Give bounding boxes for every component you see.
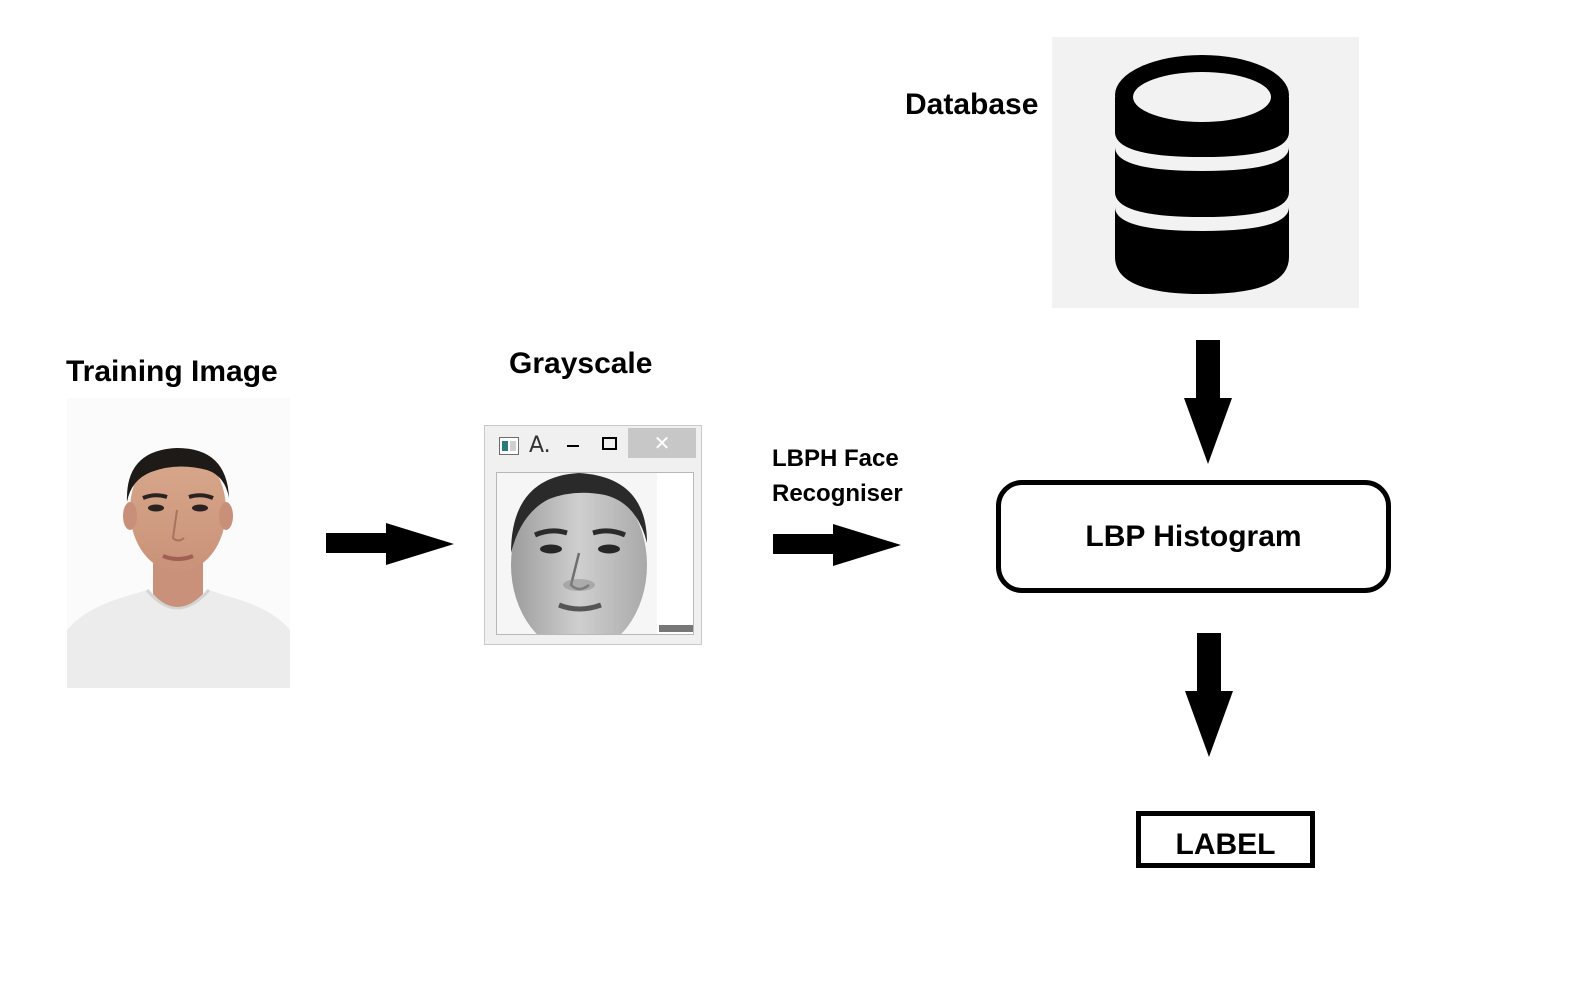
window-titlebar: A. ✕	[485, 426, 701, 460]
arrow-right-icon	[773, 524, 901, 566]
grayscale-face-image	[496, 472, 694, 635]
lbp-histogram-node: LBP Histogram	[996, 480, 1391, 593]
training-image-label: Training Image	[66, 355, 278, 388]
arrow-down-icon	[1185, 633, 1233, 757]
label-node-text: LABEL	[1175, 828, 1276, 861]
database-label: Database	[905, 88, 1039, 121]
grayscale-label: Grayscale	[509, 347, 653, 380]
lbph-recogniser-label: LBPH Face Recogniser	[772, 441, 903, 511]
arrow-right-icon	[326, 523, 454, 565]
database-cylinder-icon	[1115, 55, 1289, 294]
minimize-icon[interactable]	[565, 429, 583, 457]
lbp-histogram-text: LBP Histogram	[1085, 519, 1302, 553]
arrow-down-icon	[1184, 340, 1232, 464]
training-photo	[67, 398, 290, 688]
lbph-label-line1: LBPH Face	[772, 445, 899, 472]
database-panel	[1052, 37, 1359, 308]
lbph-label-line2: Recogniser	[772, 480, 903, 507]
resize-grip[interactable]	[659, 625, 693, 632]
window-title: A.	[529, 433, 551, 458]
grayscale-window: A. ✕	[484, 425, 702, 645]
label-node: LABEL	[1136, 811, 1315, 868]
close-icon[interactable]: ✕	[628, 428, 696, 458]
app-icon	[499, 437, 519, 455]
maximize-icon[interactable]	[601, 429, 619, 457]
